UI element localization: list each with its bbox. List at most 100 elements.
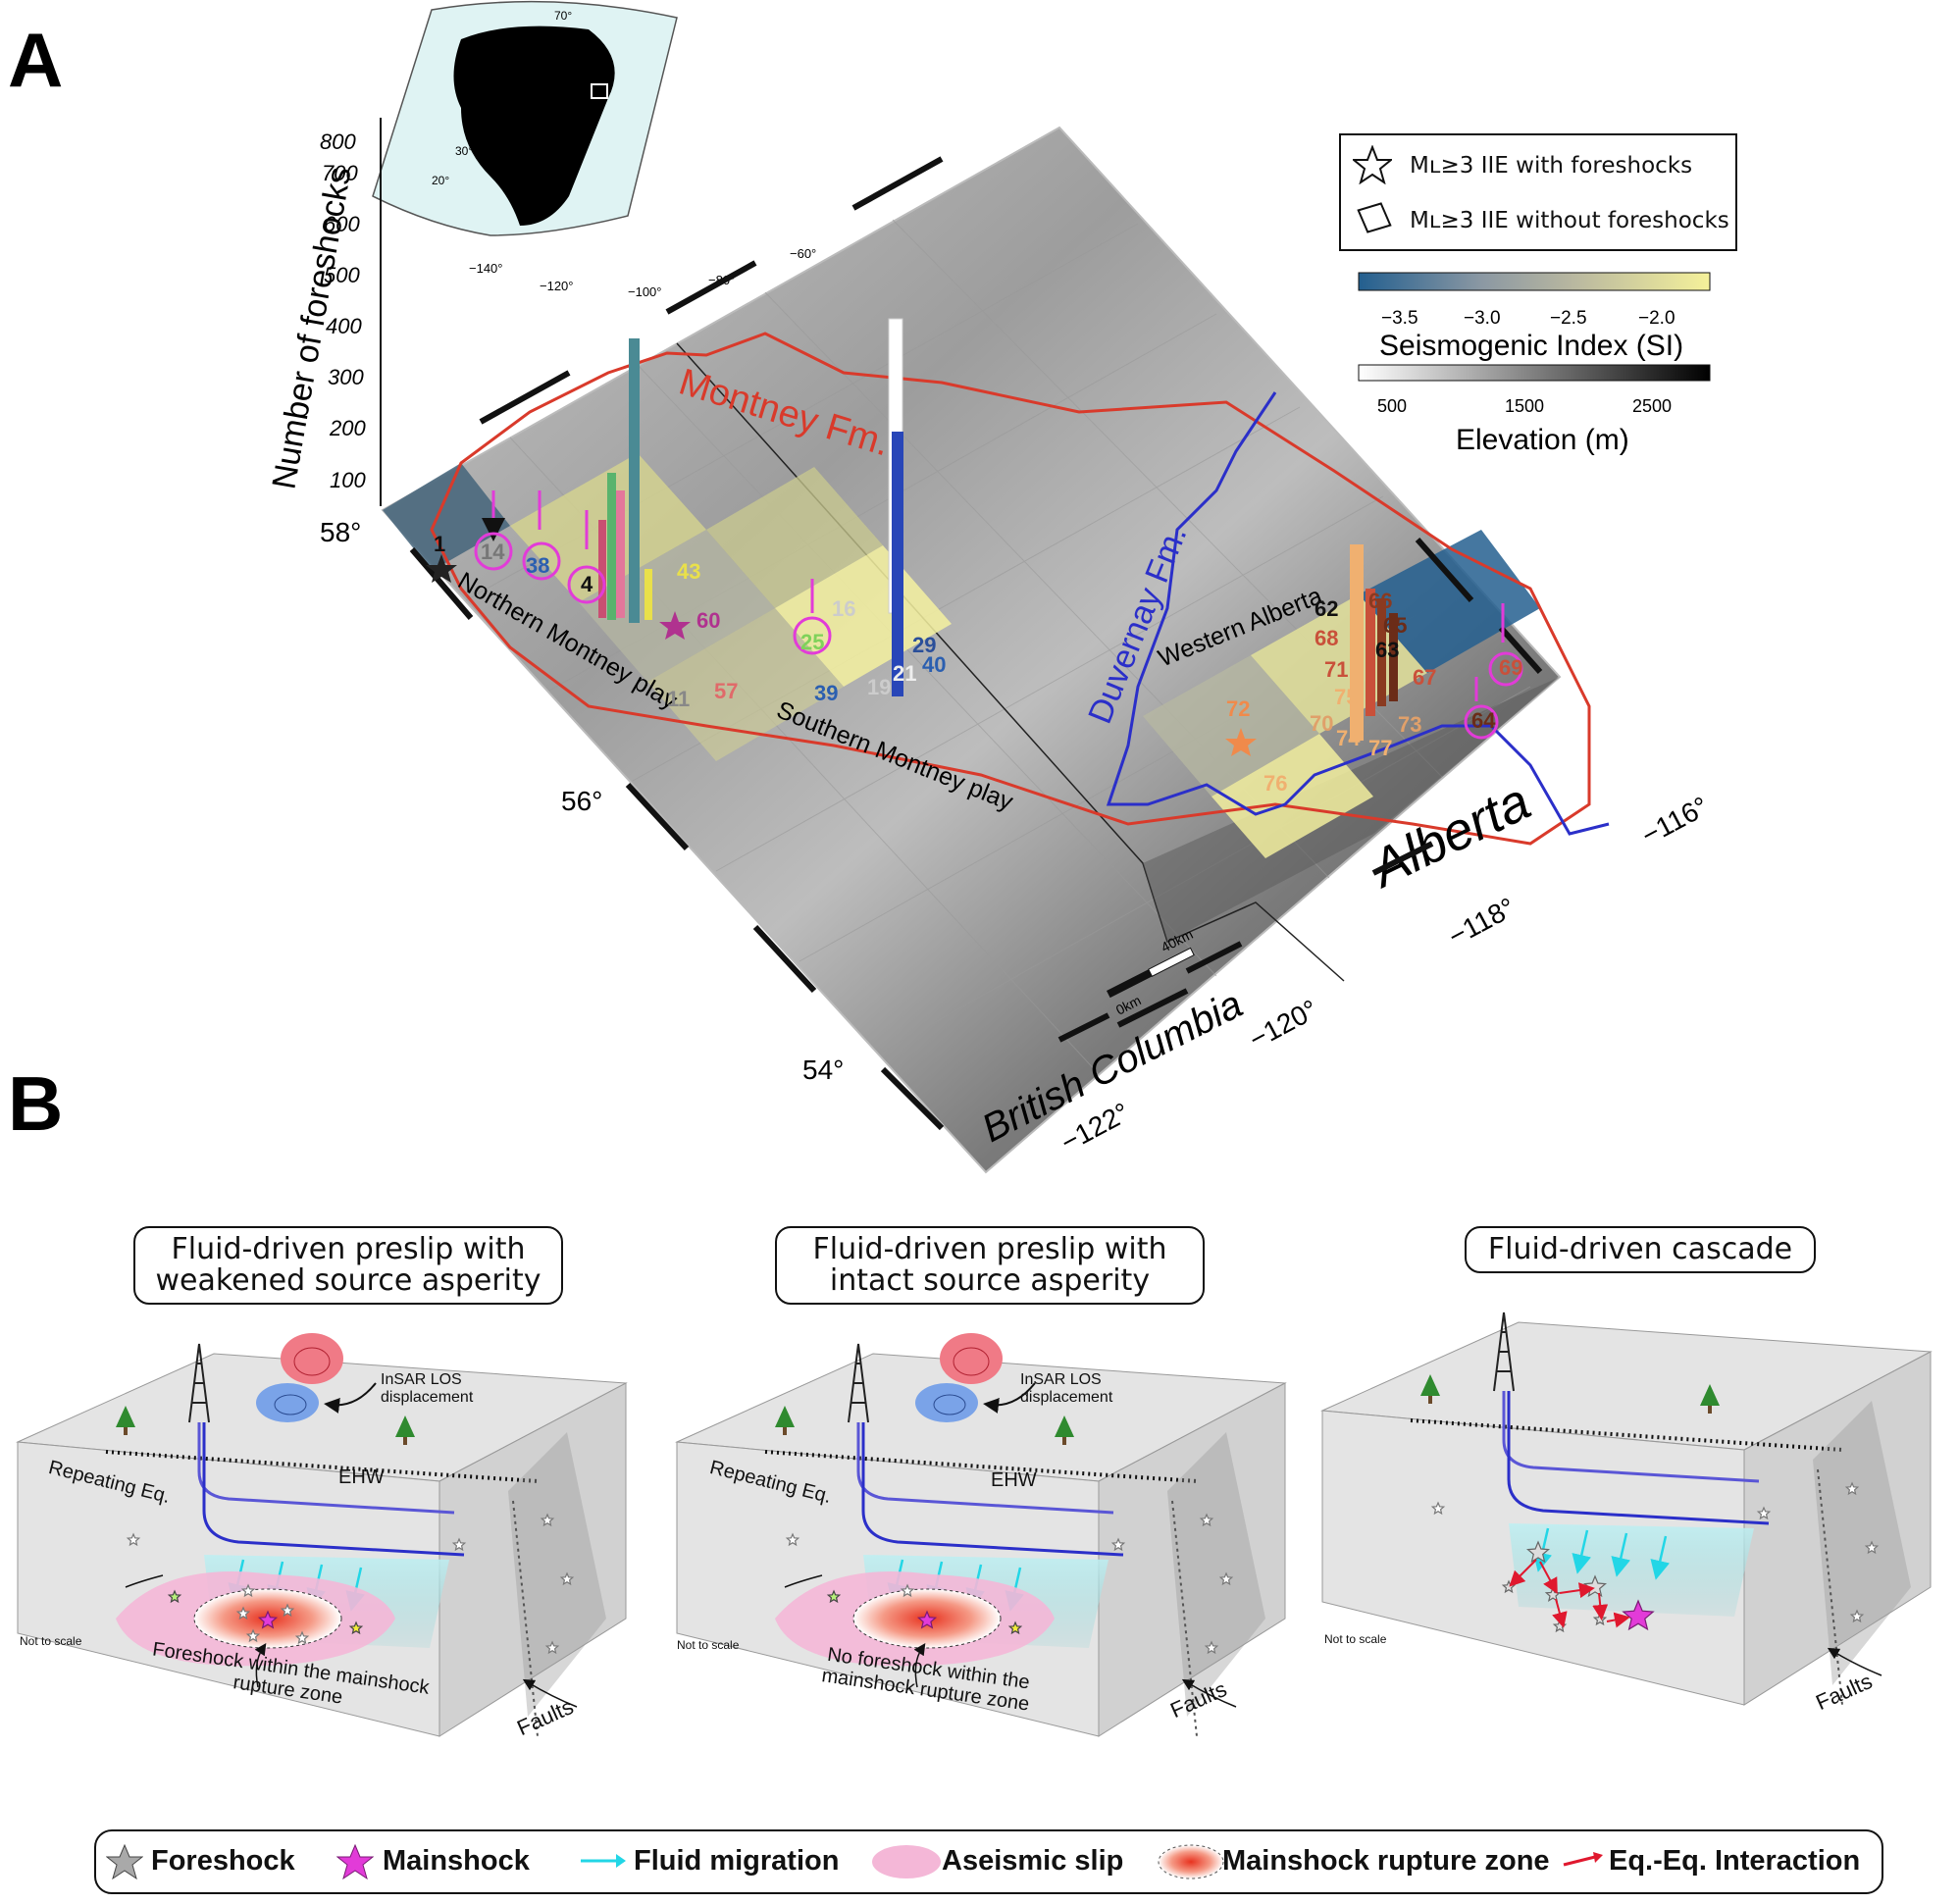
bar (1350, 544, 1364, 741)
y-tick: 700 (322, 161, 358, 185)
not-to-scale-3: Not to scale (1324, 1632, 1387, 1646)
not-to-scale-2: Not to scale (677, 1638, 740, 1652)
event-label: 62 (1315, 596, 1338, 621)
fault-plane (1813, 1401, 1911, 1685)
event-label: 29 (912, 633, 936, 657)
star-outline-icon (1353, 145, 1392, 184)
tree-trunk (124, 1427, 128, 1435)
legend-aseismic: Aseismic slip (942, 1845, 1124, 1877)
bar (892, 432, 903, 696)
bar (1389, 613, 1398, 701)
block-side-face (1743, 1351, 1932, 1706)
elev-tick: 2500 (1632, 396, 1672, 416)
tree-trunk (1428, 1396, 1432, 1404)
horizontal-well (1502, 1391, 1760, 1483)
event-label: 38 (526, 553, 549, 578)
fault-plane (1167, 1432, 1265, 1717)
mainshock-star-icon (336, 1843, 374, 1880)
panel-b-letter: B (8, 1060, 63, 1147)
insar-subsidence-lobe (256, 1383, 319, 1422)
repeating-pointer (784, 1574, 823, 1588)
si-tick: −2.5 (1550, 308, 1587, 329)
tree-icon (1700, 1384, 1720, 1406)
inset-lon-label: −120° (540, 279, 573, 293)
insar-subsidence-lobe (915, 1383, 978, 1422)
inset-lon-label: −140° (469, 261, 502, 276)
event-label: 76 (1263, 771, 1287, 796)
tree-trunk (1708, 1406, 1712, 1414)
insar-uplift-lobe (281, 1333, 343, 1384)
duvernay-formation-outline (1106, 391, 1610, 836)
block-diagram-3 (1320, 1312, 1933, 1706)
bar (616, 490, 625, 618)
mechanism-legend: Foreshock Mainshock Fluid migration Asei… (94, 1829, 1883, 1894)
y-tick: 100 (330, 468, 366, 492)
repeating-pointer (125, 1574, 164, 1588)
ehw-label-2: EHW (991, 1469, 1037, 1491)
lon-label-118: −118° (1443, 892, 1520, 952)
event-label: 70 (1310, 711, 1333, 736)
diamond-outline-icon (1357, 202, 1392, 233)
fault-line (1171, 1500, 1198, 1737)
elev-title: Elevation (m) (1456, 424, 1629, 456)
fault-trace (1410, 1418, 1843, 1452)
bar (1377, 598, 1386, 706)
drilling-rig-icon (848, 1343, 869, 1423)
event-symbol-legend: Mʟ≥3 IIE with foreshocks Mʟ≥3 IIE withou… (1339, 133, 1737, 251)
tree-trunk (403, 1437, 407, 1445)
y-tick: 300 (328, 365, 364, 389)
horizontal-well (856, 1422, 1114, 1515)
lat-label-56: 56° (561, 786, 602, 816)
panel-a-letter: A (8, 17, 63, 103)
scenario-title-1: Fluid-driven preslip with weakened sourc… (133, 1226, 563, 1305)
bar (607, 473, 616, 620)
y-tick: 600 (324, 212, 360, 236)
inset-lat-label: 40° (478, 112, 495, 126)
inset-lat-label: 20° (432, 174, 449, 187)
insar-contour (953, 1347, 990, 1376)
legend-foreshock: Foreshock (151, 1845, 295, 1877)
event-label: 25 (800, 630, 824, 654)
tree-icon (1420, 1374, 1440, 1396)
note-pointer (254, 1643, 267, 1688)
tree-trunk (783, 1427, 787, 1435)
tree-icon (395, 1415, 415, 1437)
event-label: 66 (1368, 589, 1392, 613)
bar (644, 569, 652, 620)
interaction-arrow (1606, 1612, 1630, 1628)
scenario-title-2: Fluid-driven preslip with intact source … (775, 1226, 1205, 1305)
fault-line (1817, 1468, 1843, 1706)
tree-icon (775, 1406, 795, 1427)
faults-pointer (522, 1678, 578, 1708)
montney-formation-outline (430, 332, 1591, 846)
event-label: 74 (1336, 726, 1361, 750)
event-label: 43 (677, 559, 700, 584)
legend-interaction: Eq.-Eq. Interaction (1609, 1845, 1861, 1877)
event-label: 1 (434, 532, 445, 556)
interaction-arrow (1592, 1592, 1609, 1621)
elevation-colorbar: 500 1500 2500 Elevation (m) (1358, 364, 1711, 456)
drilling-rig-icon (1493, 1312, 1515, 1392)
event-labels: 1 14 38 4 43 60 57 11 25 16 39 19 21 29 … (434, 532, 1522, 796)
event-label: 4 (581, 572, 593, 596)
event-label: 11 (667, 687, 690, 711)
event-label: 77 (1368, 736, 1392, 760)
foreshock-count-bars (598, 318, 1398, 741)
interaction-arrow (1559, 1582, 1595, 1599)
fault-trace (105, 1450, 539, 1483)
rupture-zone-icon (1158, 1844, 1224, 1879)
insar-contour (274, 1394, 307, 1415)
tree-icon (116, 1406, 135, 1427)
insar-contour (293, 1347, 331, 1376)
insar-label-2: InSAR LOS displacement (1020, 1371, 1113, 1406)
interaction-arrow-icon (1563, 1852, 1603, 1867)
horizontal-well (202, 1422, 465, 1557)
block-diagram-1 (16, 1333, 628, 1737)
si-tick: −2.0 (1638, 308, 1675, 329)
event-label: 69 (1499, 655, 1522, 680)
tree-trunk (1062, 1437, 1066, 1445)
faults-pointer (1827, 1647, 1882, 1676)
y-tick: 500 (324, 263, 360, 287)
insar-contour (933, 1394, 966, 1415)
block-diagram-2 (675, 1333, 1287, 1737)
